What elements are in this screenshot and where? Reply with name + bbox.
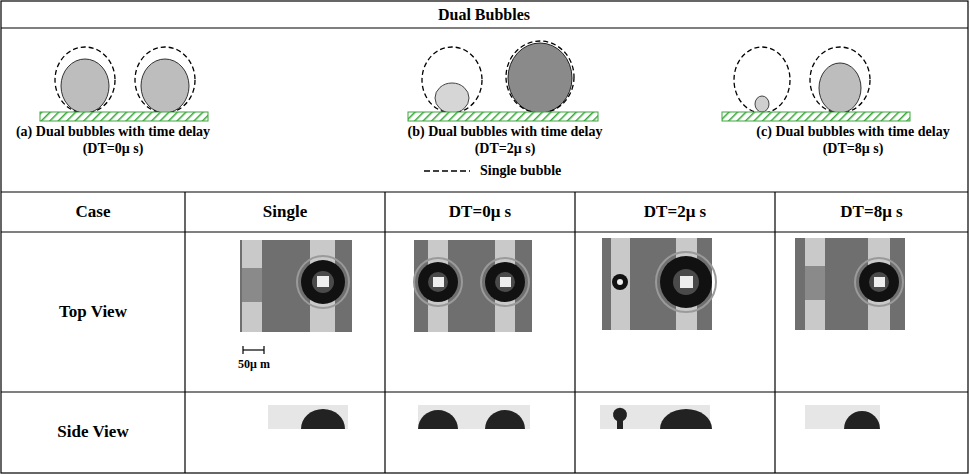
column-header: DT=8μ s — [840, 202, 902, 222]
text-cell: Single — [185, 192, 385, 232]
photo-side-dt0 — [418, 405, 530, 429]
text-cell: Case — [1, 192, 185, 232]
text-cell: Dual Bubbles — [0, 1, 968, 28]
text-cell: (b) Dual bubbles with time delay (DT=2μ … — [394, 124, 616, 168]
text-cell: DT=8μ s — [775, 192, 968, 232]
column-header: Single — [263, 202, 307, 222]
text-cell: DT=2μ s — [575, 192, 775, 232]
legend-entry: Single bubble — [422, 162, 561, 180]
text-cell: Side View — [1, 392, 185, 473]
text-cell: (a) Dual bubbles with time delay (DT=0μ … — [2, 124, 224, 168]
schematic-b — [408, 41, 598, 121]
column-header: Case — [76, 202, 111, 222]
scale-bar — [243, 346, 264, 354]
panel-caption: (c) Dual bubbles with time delay (DT=8μ … — [740, 124, 966, 158]
row-header: Top View — [59, 302, 127, 322]
legend-swatch — [422, 162, 472, 180]
text-cell: DT=0μ s — [385, 192, 575, 232]
scale-label: 50μ m — [238, 357, 270, 371]
text-cell: (c) Dual bubbles with time delay (DT=8μ … — [740, 124, 966, 168]
panel-caption: (b) Dual bubbles with time delay (DT=2μ … — [394, 124, 616, 158]
row-header: Side View — [57, 422, 128, 442]
photo-top-dt2 — [602, 238, 716, 330]
text-cell: Top View — [1, 232, 185, 392]
photo-top-dt0 — [414, 240, 532, 332]
figure-title: Dual Bubbles — [438, 5, 530, 24]
legend-text: Single bubble — [480, 163, 561, 180]
photo-side-dt8 — [805, 405, 880, 429]
schematic-a — [40, 47, 208, 121]
schematic-c — [722, 47, 910, 121]
photo-top-dt8 — [795, 238, 905, 330]
panel-caption: (a) Dual bubbles with time delay (DT=0μ … — [2, 124, 224, 158]
column-header: DT=0μ s — [449, 202, 511, 222]
text-cell: 50μ m — [226, 354, 282, 374]
photo-side-dt2 — [600, 405, 712, 429]
photo-top-single — [240, 240, 352, 332]
column-header: DT=2μ s — [644, 202, 706, 222]
photo-side-single — [268, 405, 348, 429]
